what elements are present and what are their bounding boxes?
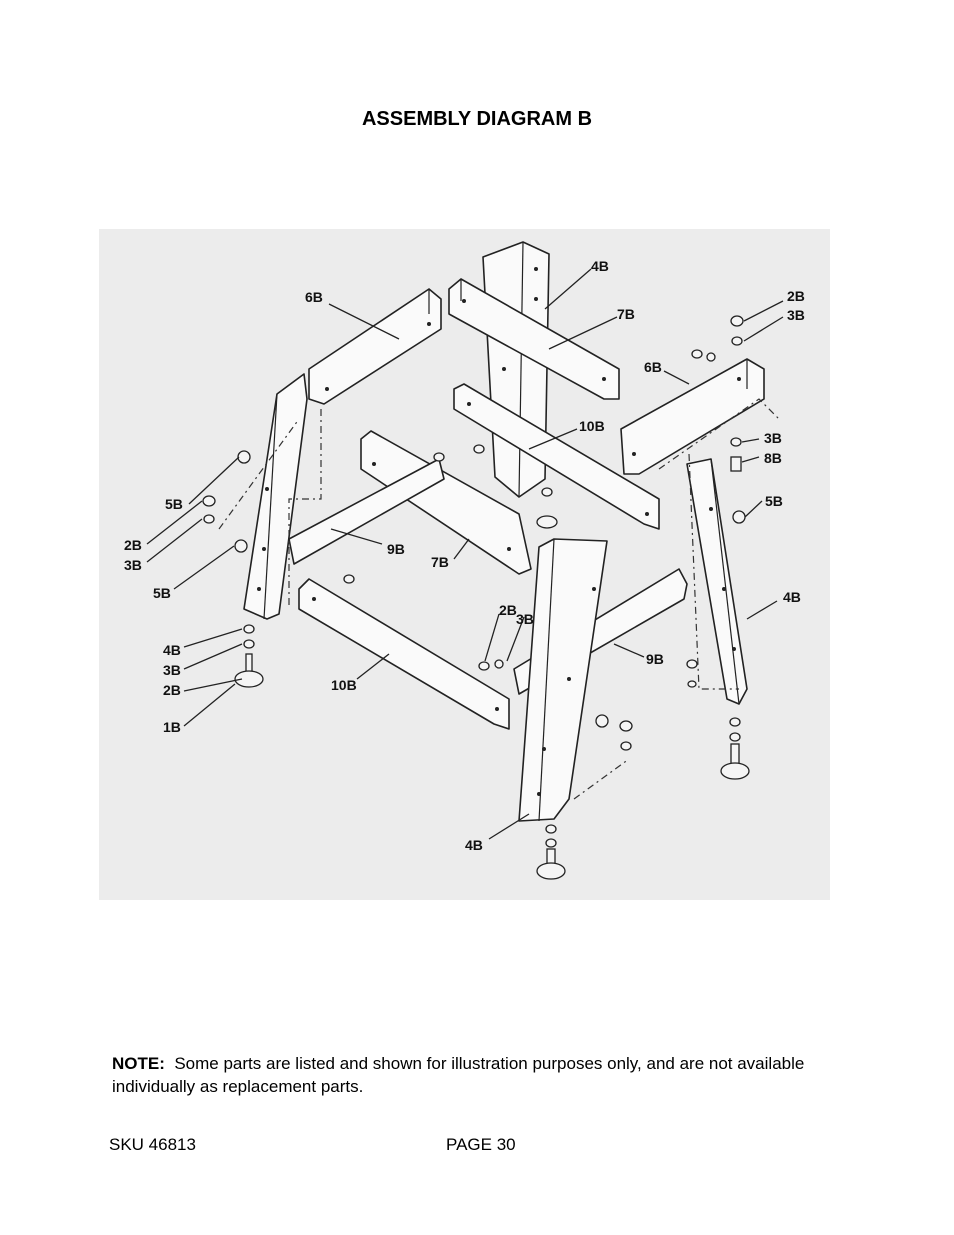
rail-6b-left xyxy=(308,288,442,405)
callout-2b-left: 2B xyxy=(124,537,142,553)
rail-7b-top xyxy=(448,278,620,400)
rail-9b-left xyxy=(288,458,445,565)
footer-page-number: PAGE 30 xyxy=(446,1135,516,1154)
hardware xyxy=(202,315,750,880)
callout-3b-right: 3B xyxy=(787,307,805,323)
footer-sku: SKU 46813 xyxy=(109,1135,196,1154)
assembly-diagram-svg: 4B 6B 7B 2B 3B 6B 10B 3B 8B 5B 5B 2B 3B … xyxy=(124,241,805,880)
callout-4b-right: 4B xyxy=(783,589,801,605)
callout-6b-right: 6B xyxy=(644,359,662,375)
callout-10b-mid: 10B xyxy=(579,418,605,434)
callout-3b-left2: 3B xyxy=(163,662,181,678)
leg-right xyxy=(686,458,748,705)
callout-5b-left2: 5B xyxy=(153,585,171,601)
note-label: NOTE: xyxy=(112,1054,165,1073)
callout-9b-left: 9B xyxy=(387,541,405,557)
callout-9b-right: 9B xyxy=(646,651,664,667)
callout-3b-right2: 3B xyxy=(764,430,782,446)
callout-5b-right: 5B xyxy=(765,493,783,509)
callout-5b-left: 5B xyxy=(165,496,183,512)
callout-2b-right: 2B xyxy=(787,288,805,304)
callout-4b-top: 4B xyxy=(591,258,609,274)
note-text: Some parts are listed and shown for illu… xyxy=(112,1054,805,1096)
alignment-lines xyxy=(218,398,780,800)
note-paragraph: NOTE: Some parts are listed and shown fo… xyxy=(112,1052,832,1098)
page-title: ASSEMBLY DIAGRAM B xyxy=(361,108,593,130)
callout-10b-left: 10B xyxy=(331,677,357,693)
callout-4b-left: 4B xyxy=(163,642,181,658)
rail-10b-left xyxy=(298,578,510,730)
callout-8b: 8B xyxy=(764,450,782,466)
leg-left xyxy=(243,373,308,620)
callout-2b-left2: 2B xyxy=(163,682,181,698)
callout-1b: 1B xyxy=(163,719,181,735)
rail-7b-mid xyxy=(360,430,532,575)
rail-6b-right xyxy=(620,358,765,475)
callout-3b-left: 3B xyxy=(124,557,142,573)
callout-3b-mid: 3B xyxy=(516,611,534,627)
rail-10b-mid xyxy=(453,383,660,530)
callouts: 4B 6B 7B 2B 3B 6B 10B 3B 8B 5B 5B 2B 3B … xyxy=(124,258,805,853)
leader-lines xyxy=(146,268,784,840)
assembly-diagram: 4B 6B 7B 2B 3B 6B 10B 3B 8B 5B 5B 2B 3B … xyxy=(99,229,830,900)
callout-7b-mid: 7B xyxy=(431,554,449,570)
callout-7b-top: 7B xyxy=(617,306,635,322)
callout-4b-bottom: 4B xyxy=(465,837,483,853)
callout-6b-left: 6B xyxy=(305,289,323,305)
callout-2b-mid: 2B xyxy=(499,602,517,618)
leg-front xyxy=(518,538,608,822)
